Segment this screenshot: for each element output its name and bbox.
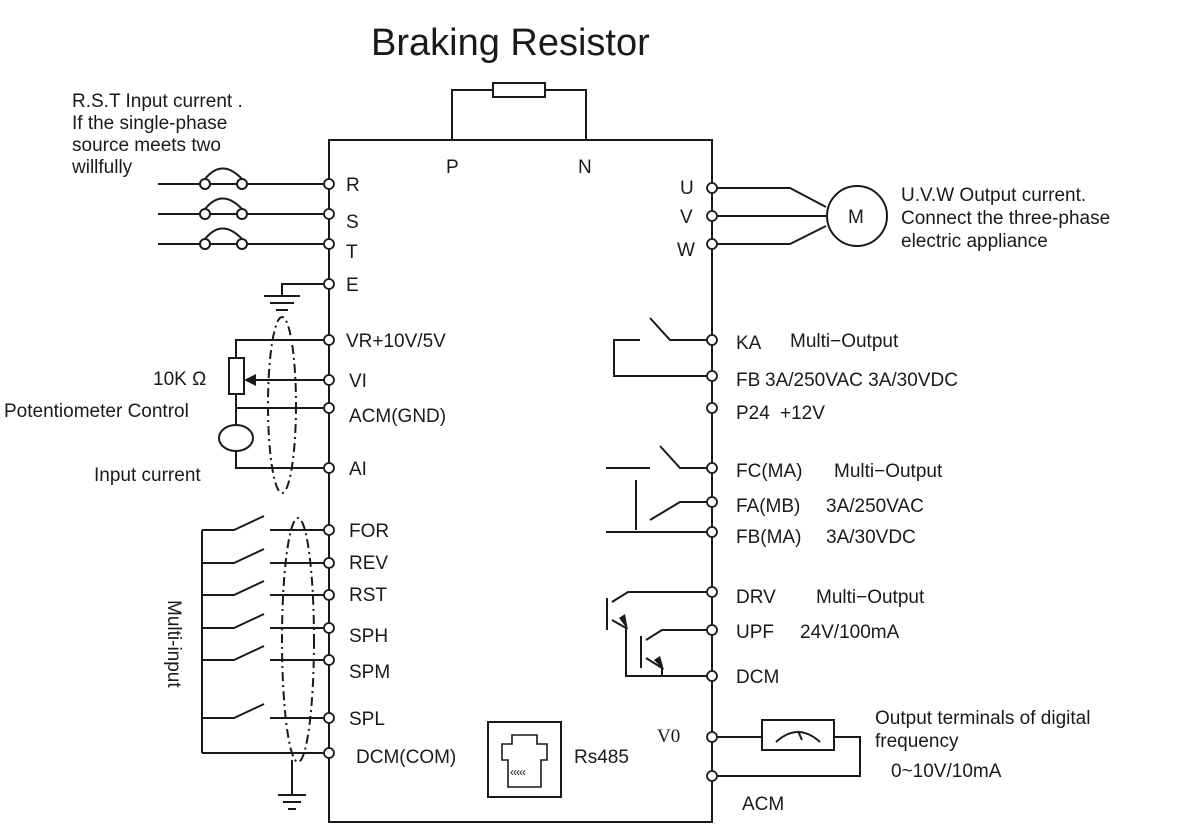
potentiometer-control-label: Potentiometer Control bbox=[4, 401, 189, 422]
potentiometer-value-label: 10K Ω bbox=[153, 369, 206, 390]
input-note-line-3: source meets two bbox=[72, 135, 221, 156]
terminal-acm-gnd: ACM(GND) bbox=[349, 406, 446, 427]
terminal-p24: P24 bbox=[736, 403, 770, 424]
terminal-t: T bbox=[346, 242, 358, 263]
terminal-p24-desc: +12V bbox=[780, 403, 825, 424]
multi-input-label: Multi-input bbox=[163, 600, 184, 688]
diagram-title: Braking Resistor bbox=[371, 22, 650, 64]
braking-resistor bbox=[451, 82, 587, 140]
left-terminal-points bbox=[323, 178, 335, 759]
frequency-meter bbox=[712, 719, 861, 777]
terminal-p-label: P bbox=[446, 157, 459, 178]
output-note-line-3: electric appliance bbox=[901, 231, 1048, 252]
terminal-vi: VI bbox=[349, 371, 367, 392]
analog-input-source bbox=[218, 408, 329, 469]
terminal-ka: KA bbox=[736, 333, 762, 354]
input-note-line-2: If the single-phase bbox=[72, 113, 227, 134]
terminal-fb-desc: 3A/250VAC 3A/30VDC bbox=[765, 370, 958, 391]
terminal-fb: FB bbox=[736, 370, 760, 391]
terminal-dcm: DCM bbox=[736, 667, 779, 688]
terminal-upf: UPF bbox=[736, 622, 774, 643]
terminal-e: E bbox=[346, 275, 359, 296]
terminal-r: R bbox=[346, 175, 360, 196]
terminal-rst: RST bbox=[349, 585, 387, 606]
rs485-port-icon bbox=[487, 721, 562, 798]
output-note-line-1: U.V.W Output current. bbox=[901, 185, 1086, 206]
terminal-v: V bbox=[680, 207, 693, 228]
shield-cable-analog bbox=[267, 316, 297, 494]
input-current-note: R.S.T Input current . If the single-phas… bbox=[71, 91, 243, 178]
relay-ka-fb bbox=[613, 317, 712, 377]
terminal-upf-desc: 24V/100mA bbox=[800, 622, 900, 643]
relay-fc-fa-fb bbox=[606, 445, 712, 533]
terminal-fc-ma: FC(MA) bbox=[736, 461, 802, 482]
input-note-line-4: willfully bbox=[71, 157, 133, 178]
terminal-vr: VR+10V/5V bbox=[346, 331, 446, 352]
terminal-fa-desc: 3A/250VAC bbox=[826, 496, 924, 517]
motor-wiring bbox=[712, 185, 888, 247]
terminal-w: W bbox=[677, 240, 695, 261]
terminal-sph: SPH bbox=[349, 626, 388, 647]
terminal-dcm-com: DCM(COM) bbox=[356, 747, 456, 768]
potentiometer bbox=[228, 339, 329, 409]
output-note-line-2: Connect the three-phase bbox=[901, 208, 1110, 229]
input-note-line-1: R.S.T Input current . bbox=[72, 91, 243, 112]
digital-output-note-line-2: frequency bbox=[875, 731, 959, 752]
digital-output-note-line-3: 0~10V/10mA bbox=[891, 761, 1002, 782]
ground-symbol-com bbox=[278, 760, 306, 810]
terminal-spl: SPL bbox=[349, 709, 385, 730]
terminal-n-label: N bbox=[578, 157, 592, 178]
input-switches bbox=[158, 167, 329, 250]
motor-symbol: M bbox=[848, 207, 864, 228]
analog-input-label: Input current bbox=[94, 465, 201, 486]
right-terminal-points bbox=[706, 182, 718, 782]
rs485-label: Rs485 bbox=[574, 747, 629, 768]
terminal-drv: DRV bbox=[736, 587, 776, 608]
terminal-ka-desc: Multi−Output bbox=[790, 331, 899, 352]
terminal-fa-mb: FA(MB) bbox=[736, 496, 800, 517]
terminal-drv-desc: Multi−Output bbox=[816, 587, 925, 608]
terminal-s: S bbox=[346, 212, 359, 233]
terminal-v0: V0 bbox=[657, 726, 680, 747]
terminal-ai: AI bbox=[349, 459, 367, 480]
terminal-fb-ma: FB(MA) bbox=[736, 527, 801, 548]
rs485-pins: ‹‹‹‹‹ bbox=[510, 765, 526, 779]
open-collector-outputs bbox=[606, 591, 712, 677]
terminal-spm: SPM bbox=[349, 662, 390, 683]
multi-input-switches bbox=[201, 515, 329, 754]
inverter-body bbox=[328, 139, 713, 823]
digital-output-note-line-1: Output terminals of digital bbox=[875, 708, 1090, 729]
terminal-acm: ACM bbox=[742, 794, 784, 815]
terminal-u: U bbox=[680, 178, 694, 199]
shield-cable-digital bbox=[281, 517, 315, 763]
terminal-fbma-desc: 3A/30VDC bbox=[826, 527, 916, 548]
terminal-fc-desc: Multi−Output bbox=[834, 461, 943, 482]
terminal-rev: REV bbox=[349, 553, 388, 574]
terminal-for: FOR bbox=[349, 521, 389, 542]
ground-symbol-e bbox=[264, 283, 329, 311]
